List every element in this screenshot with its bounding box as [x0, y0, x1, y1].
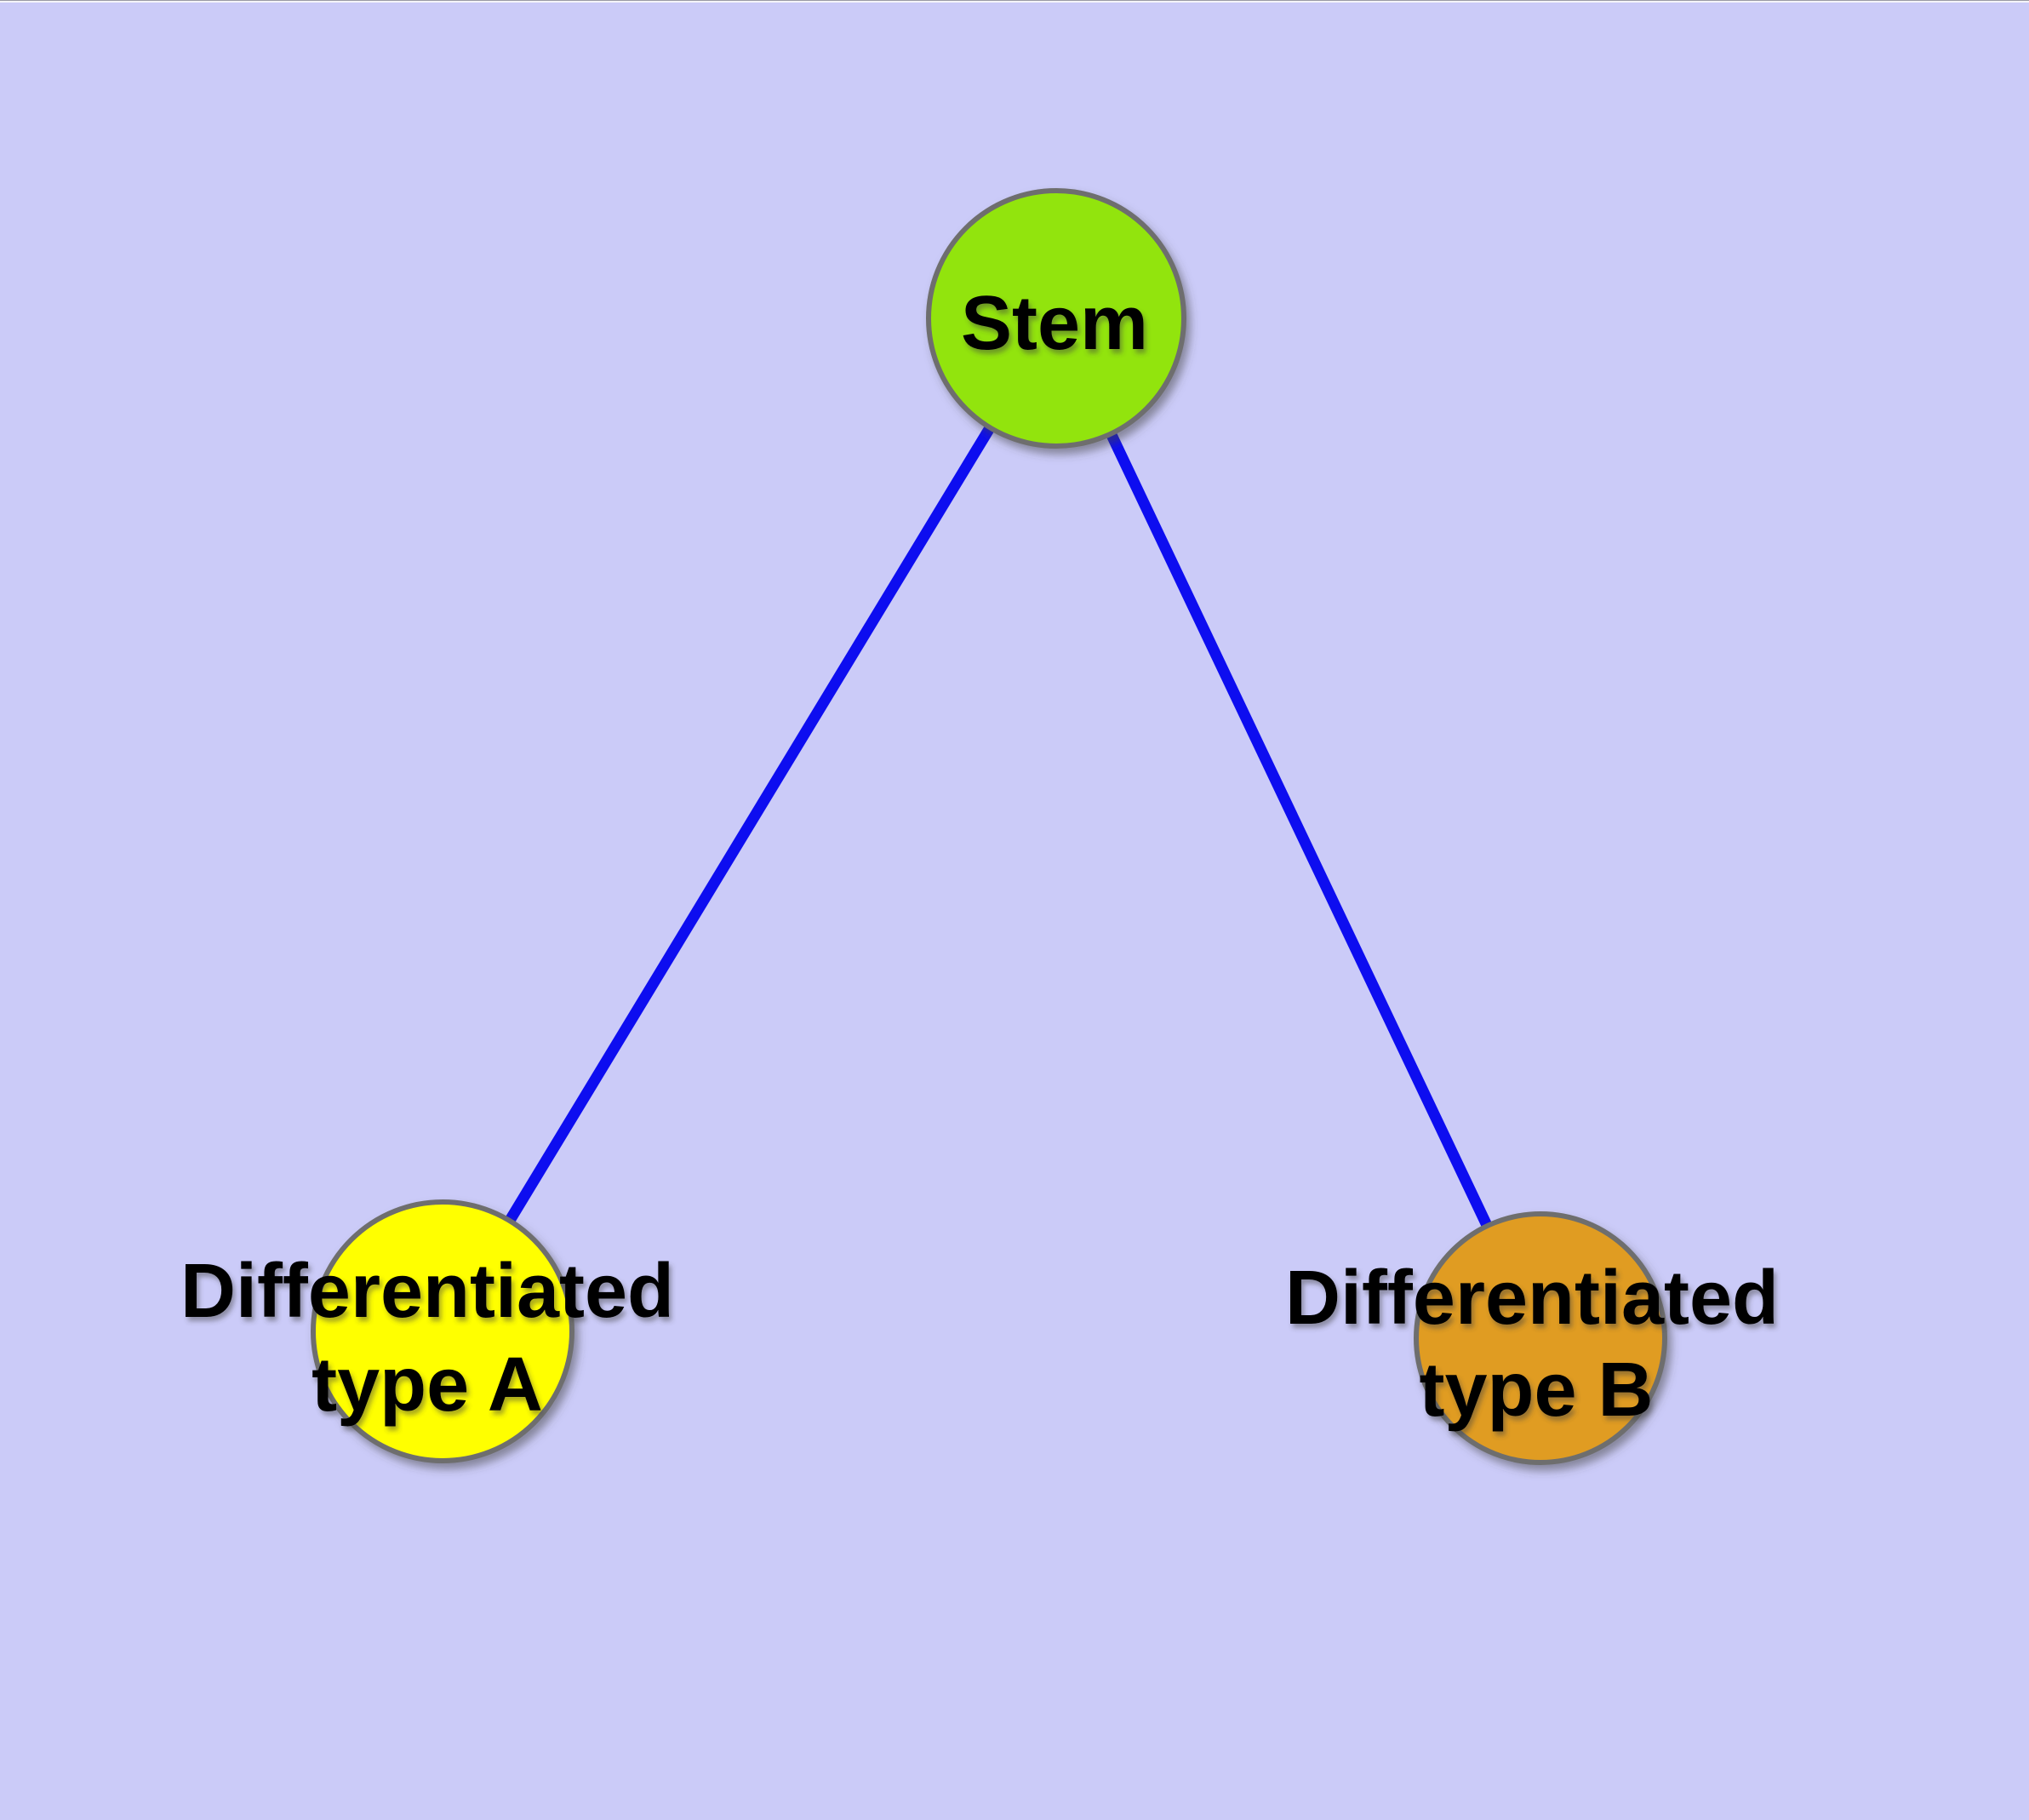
- node-label-type-a-line2: type A: [311, 1342, 543, 1428]
- node-label-type-b-line2: type B: [1419, 1348, 1653, 1433]
- top-edge-hairline: [0, 0, 2029, 1]
- edge-stem-to-type-b: [1051, 316, 1546, 1341]
- top-edge-strip: [0, 0, 2029, 3]
- node-label-type-a-line1: Differentiated: [180, 1249, 674, 1334]
- edge-stem-to-type-a: [437, 315, 1061, 1335]
- node-label-type-b-line1: Differentiated: [1285, 1256, 1779, 1341]
- node-type-b: [1414, 1211, 1667, 1465]
- node-label-stem: Stem: [961, 281, 1148, 366]
- node-stem: [926, 188, 1186, 449]
- node-type-a: [311, 1199, 574, 1463]
